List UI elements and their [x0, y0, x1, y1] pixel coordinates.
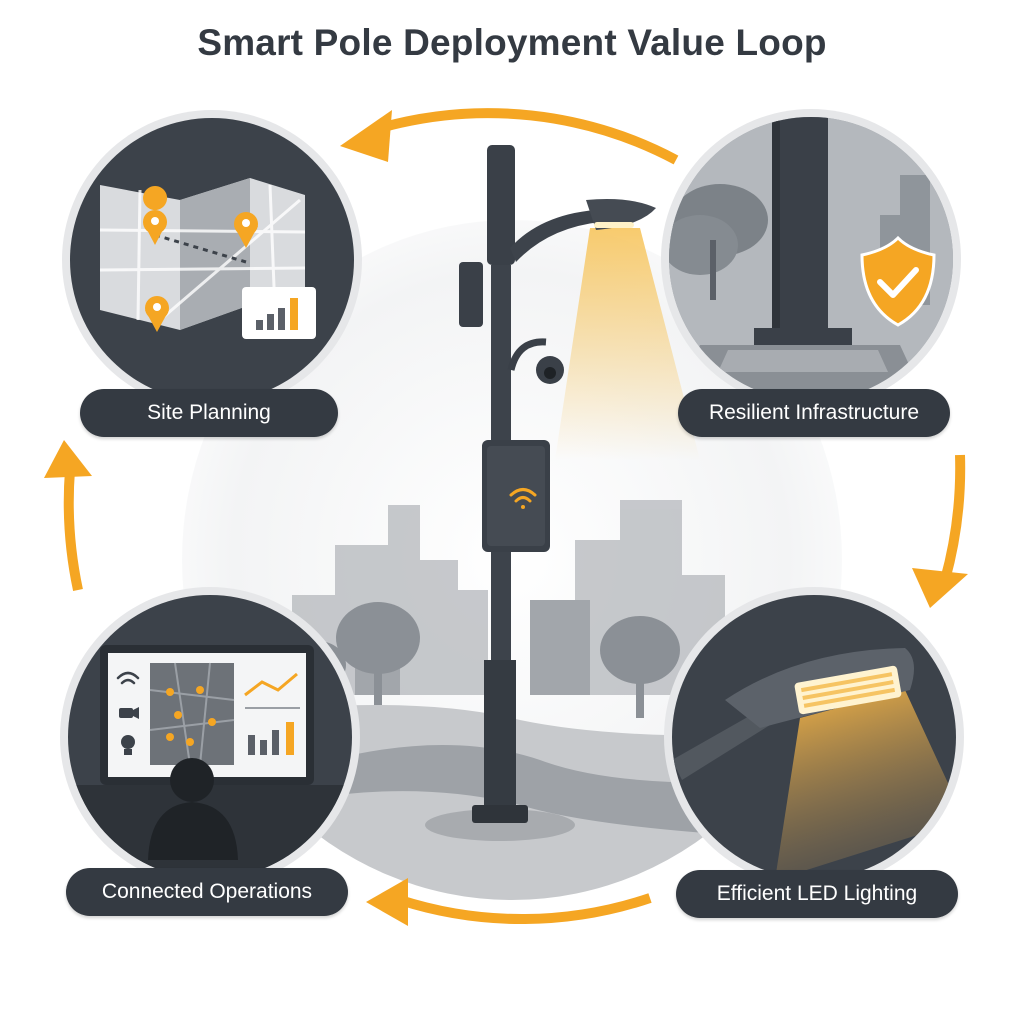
efficient-led-lighting-scene [664, 587, 964, 887]
lightbulb-icon [121, 735, 135, 755]
smart-pole [459, 145, 656, 823]
camera-icon [119, 707, 139, 719]
bar-chart-icon [242, 287, 316, 339]
light-beam [555, 228, 700, 460]
connected-operations-scene [60, 587, 360, 887]
site-planning-scene [62, 110, 362, 410]
wifi-icon [509, 488, 537, 509]
stage-label-resilient-infrastructure: Resilient Infrastructure [678, 389, 950, 437]
cycle-arrow-icon [63, 108, 966, 925]
stage-label-connected-operations: Connected Operations [66, 868, 348, 916]
shield-check-icon [860, 235, 936, 327]
map-pin-icon [143, 186, 258, 332]
stage-label-site-planning: Site Planning [80, 389, 338, 437]
resilient-infrastructure-scene [661, 109, 961, 409]
arrow-heads [44, 110, 968, 926]
stage-label-efficient-led-lighting: Efficient LED Lighting [676, 870, 958, 918]
wifi-icon [116, 671, 140, 685]
page-title: Smart Pole Deployment Value Loop [197, 22, 827, 63]
